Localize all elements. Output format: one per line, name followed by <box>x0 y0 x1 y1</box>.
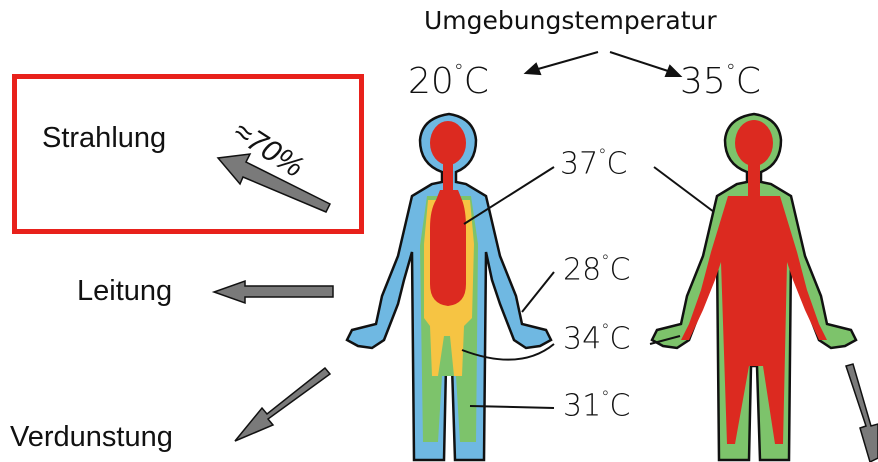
evaporation-arrow-warm <box>845 363 878 462</box>
body-temp-legs-value: 31 <box>563 388 602 424</box>
radiation-highlight-box <box>12 74 364 234</box>
ambient-temp-cool: 20°C <box>408 60 489 102</box>
body-temp-core: 37°C <box>560 146 627 181</box>
body-temp-skin-value: 28 <box>563 252 602 288</box>
ambient-temperature-heading: Umgebungstemperatur <box>424 6 717 35</box>
body-temp-warm-layer: 34°C <box>563 321 630 356</box>
degree-symbol: ° <box>453 60 464 83</box>
degree-symbol: ° <box>601 388 610 407</box>
ambient-temp-warm-value: 35 <box>680 60 726 102</box>
degree-symbol: ° <box>601 252 610 271</box>
core-zone <box>681 196 827 444</box>
body-temp-skin: 28°C <box>563 252 630 287</box>
heat-loss-arrows <box>211 153 878 462</box>
body-figure-cool <box>345 112 553 462</box>
conduction-label: Leitung <box>77 275 173 307</box>
ambient-temp-cool-value: 20 <box>408 60 454 102</box>
radiation-label: Strahlung <box>42 122 167 154</box>
body-temp-core-unit: C <box>606 146 628 182</box>
degree-symbol: ° <box>725 60 736 83</box>
conduction-arrow <box>211 279 334 305</box>
ambient-temp-warm: 35°C <box>680 60 761 102</box>
ambient-arrows <box>523 51 683 77</box>
body-temp-skin-unit: C <box>609 252 631 288</box>
radiation-arrow <box>216 153 332 213</box>
degree-symbol: ° <box>601 321 610 340</box>
head-core <box>735 120 773 166</box>
ambient-temp-warm-unit: C <box>735 60 761 102</box>
head-core <box>430 121 466 165</box>
body-temp-legs: 31°C <box>563 388 630 423</box>
body-figure-warm <box>650 112 858 462</box>
degree-symbol: ° <box>598 146 607 165</box>
core-zone <box>430 190 466 306</box>
evaporation-arrow <box>234 366 332 442</box>
body-temp-warm-layer-value: 34 <box>563 321 602 357</box>
ambient-temp-cool-unit: C <box>463 60 489 102</box>
evaporation-label: Verdunstung <box>10 421 173 453</box>
neck-core <box>748 160 760 200</box>
temperature-leaders <box>461 166 715 409</box>
body-temp-warm-layer-unit: C <box>609 321 631 357</box>
body-temp-core-value: 37 <box>560 146 599 182</box>
neck-core <box>443 160 453 194</box>
body-temp-legs-unit: C <box>609 388 631 424</box>
